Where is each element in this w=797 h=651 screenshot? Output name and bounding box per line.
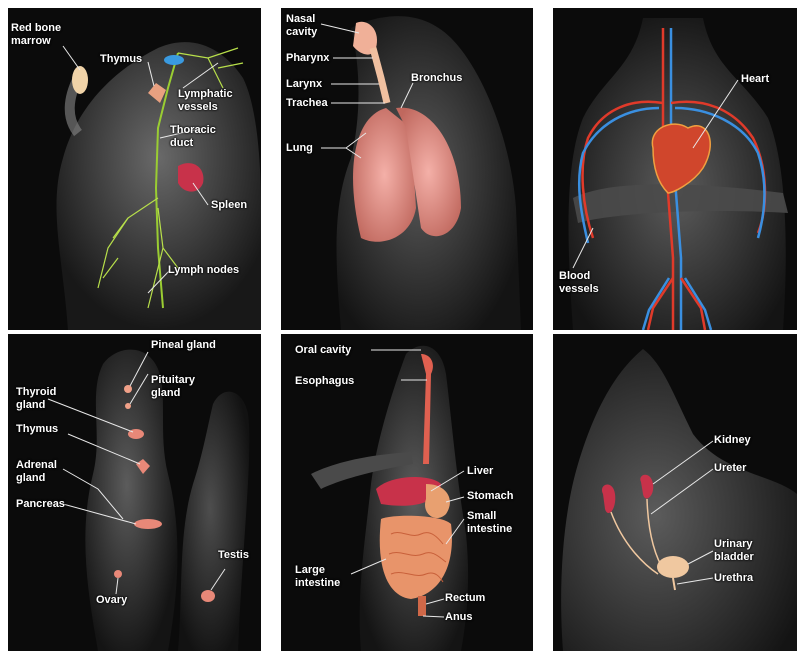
digestive-system-panel: Oral cavity Esophagus Liver Stomach Smal… <box>281 334 533 651</box>
label-pancreas: Pancreas <box>16 498 65 511</box>
label-pharynx: Pharynx <box>286 52 329 65</box>
testis-shape <box>201 590 215 602</box>
label-red-bone-marrow: Red bone marrow <box>11 22 61 48</box>
label-pineal-gland: Pineal gland <box>151 339 216 352</box>
label-thoracic-duct: Thoracic duct <box>170 124 216 150</box>
label-nasal-cavity: Nasal cavity <box>286 13 317 39</box>
label-urinary-bladder: Urinary bladder <box>714 538 754 564</box>
label-bronchus: Bronchus <box>411 72 462 85</box>
label-urethra: Urethra <box>714 572 753 585</box>
label-lymph-nodes: Lymph nodes <box>168 264 239 277</box>
label-liver: Liver <box>467 465 493 478</box>
label-adrenal-gland: Adrenal gland <box>16 459 57 485</box>
label-anus: Anus <box>445 611 473 624</box>
male-silhouette <box>178 392 249 651</box>
urinary-illustration <box>553 334 797 651</box>
label-heart: Heart <box>741 73 769 86</box>
label-pituitary-gland: Pituitary gland <box>151 374 195 400</box>
subclavian-vein <box>164 55 184 65</box>
label-rectum: Rectum <box>445 592 485 605</box>
bladder-shape <box>657 556 689 578</box>
label-kidney: Kidney <box>714 434 751 447</box>
endocrine-system-panel: Pineal gland Pituitary gland Thyroid gla… <box>8 334 261 651</box>
respiratory-system-panel: Nasal cavity Pharynx Larynx Bronchus Tra… <box>281 8 533 330</box>
label-thymus: Thymus <box>16 423 58 436</box>
label-lymphatic-vessels: Lymphatic vessels <box>178 88 233 114</box>
urinary-system-panel: Kidney Ureter Urinary bladder Urethra <box>553 334 797 651</box>
label-trachea: Trachea <box>286 97 328 110</box>
label-thyroid-gland: Thyroid gland <box>16 386 56 412</box>
label-blood-vessels: Blood vessels <box>559 270 599 296</box>
label-ovary: Ovary <box>96 594 127 607</box>
body-silhouette <box>561 349 797 651</box>
label-larynx: Larynx <box>286 78 322 91</box>
label-small-intestine: Small intestine <box>467 510 512 536</box>
label-large-intestine: Large intestine <box>295 564 340 590</box>
label-thymus: Thymus <box>100 53 142 66</box>
label-testis: Testis <box>218 549 249 562</box>
endocrine-illustration <box>8 334 261 651</box>
label-oral-cavity: Oral cavity <box>295 344 351 357</box>
label-esophagus: Esophagus <box>295 375 354 388</box>
label-lung: Lung <box>286 142 313 155</box>
lymphatic-system-panel: Red bone marrow Thymus Lymphatic vessels… <box>8 8 261 330</box>
label-spleen: Spleen <box>211 199 247 212</box>
cardiovascular-system-panel: Heart Blood vessels <box>553 8 797 330</box>
pancreas-shape <box>134 519 162 529</box>
rectum-shape <box>418 596 426 616</box>
ovary-shape <box>114 570 122 578</box>
pineal-gland-shape <box>124 385 132 393</box>
bone-marrow-shape <box>72 66 88 94</box>
label-stomach: Stomach <box>467 490 513 503</box>
label-ureter: Ureter <box>714 462 746 475</box>
